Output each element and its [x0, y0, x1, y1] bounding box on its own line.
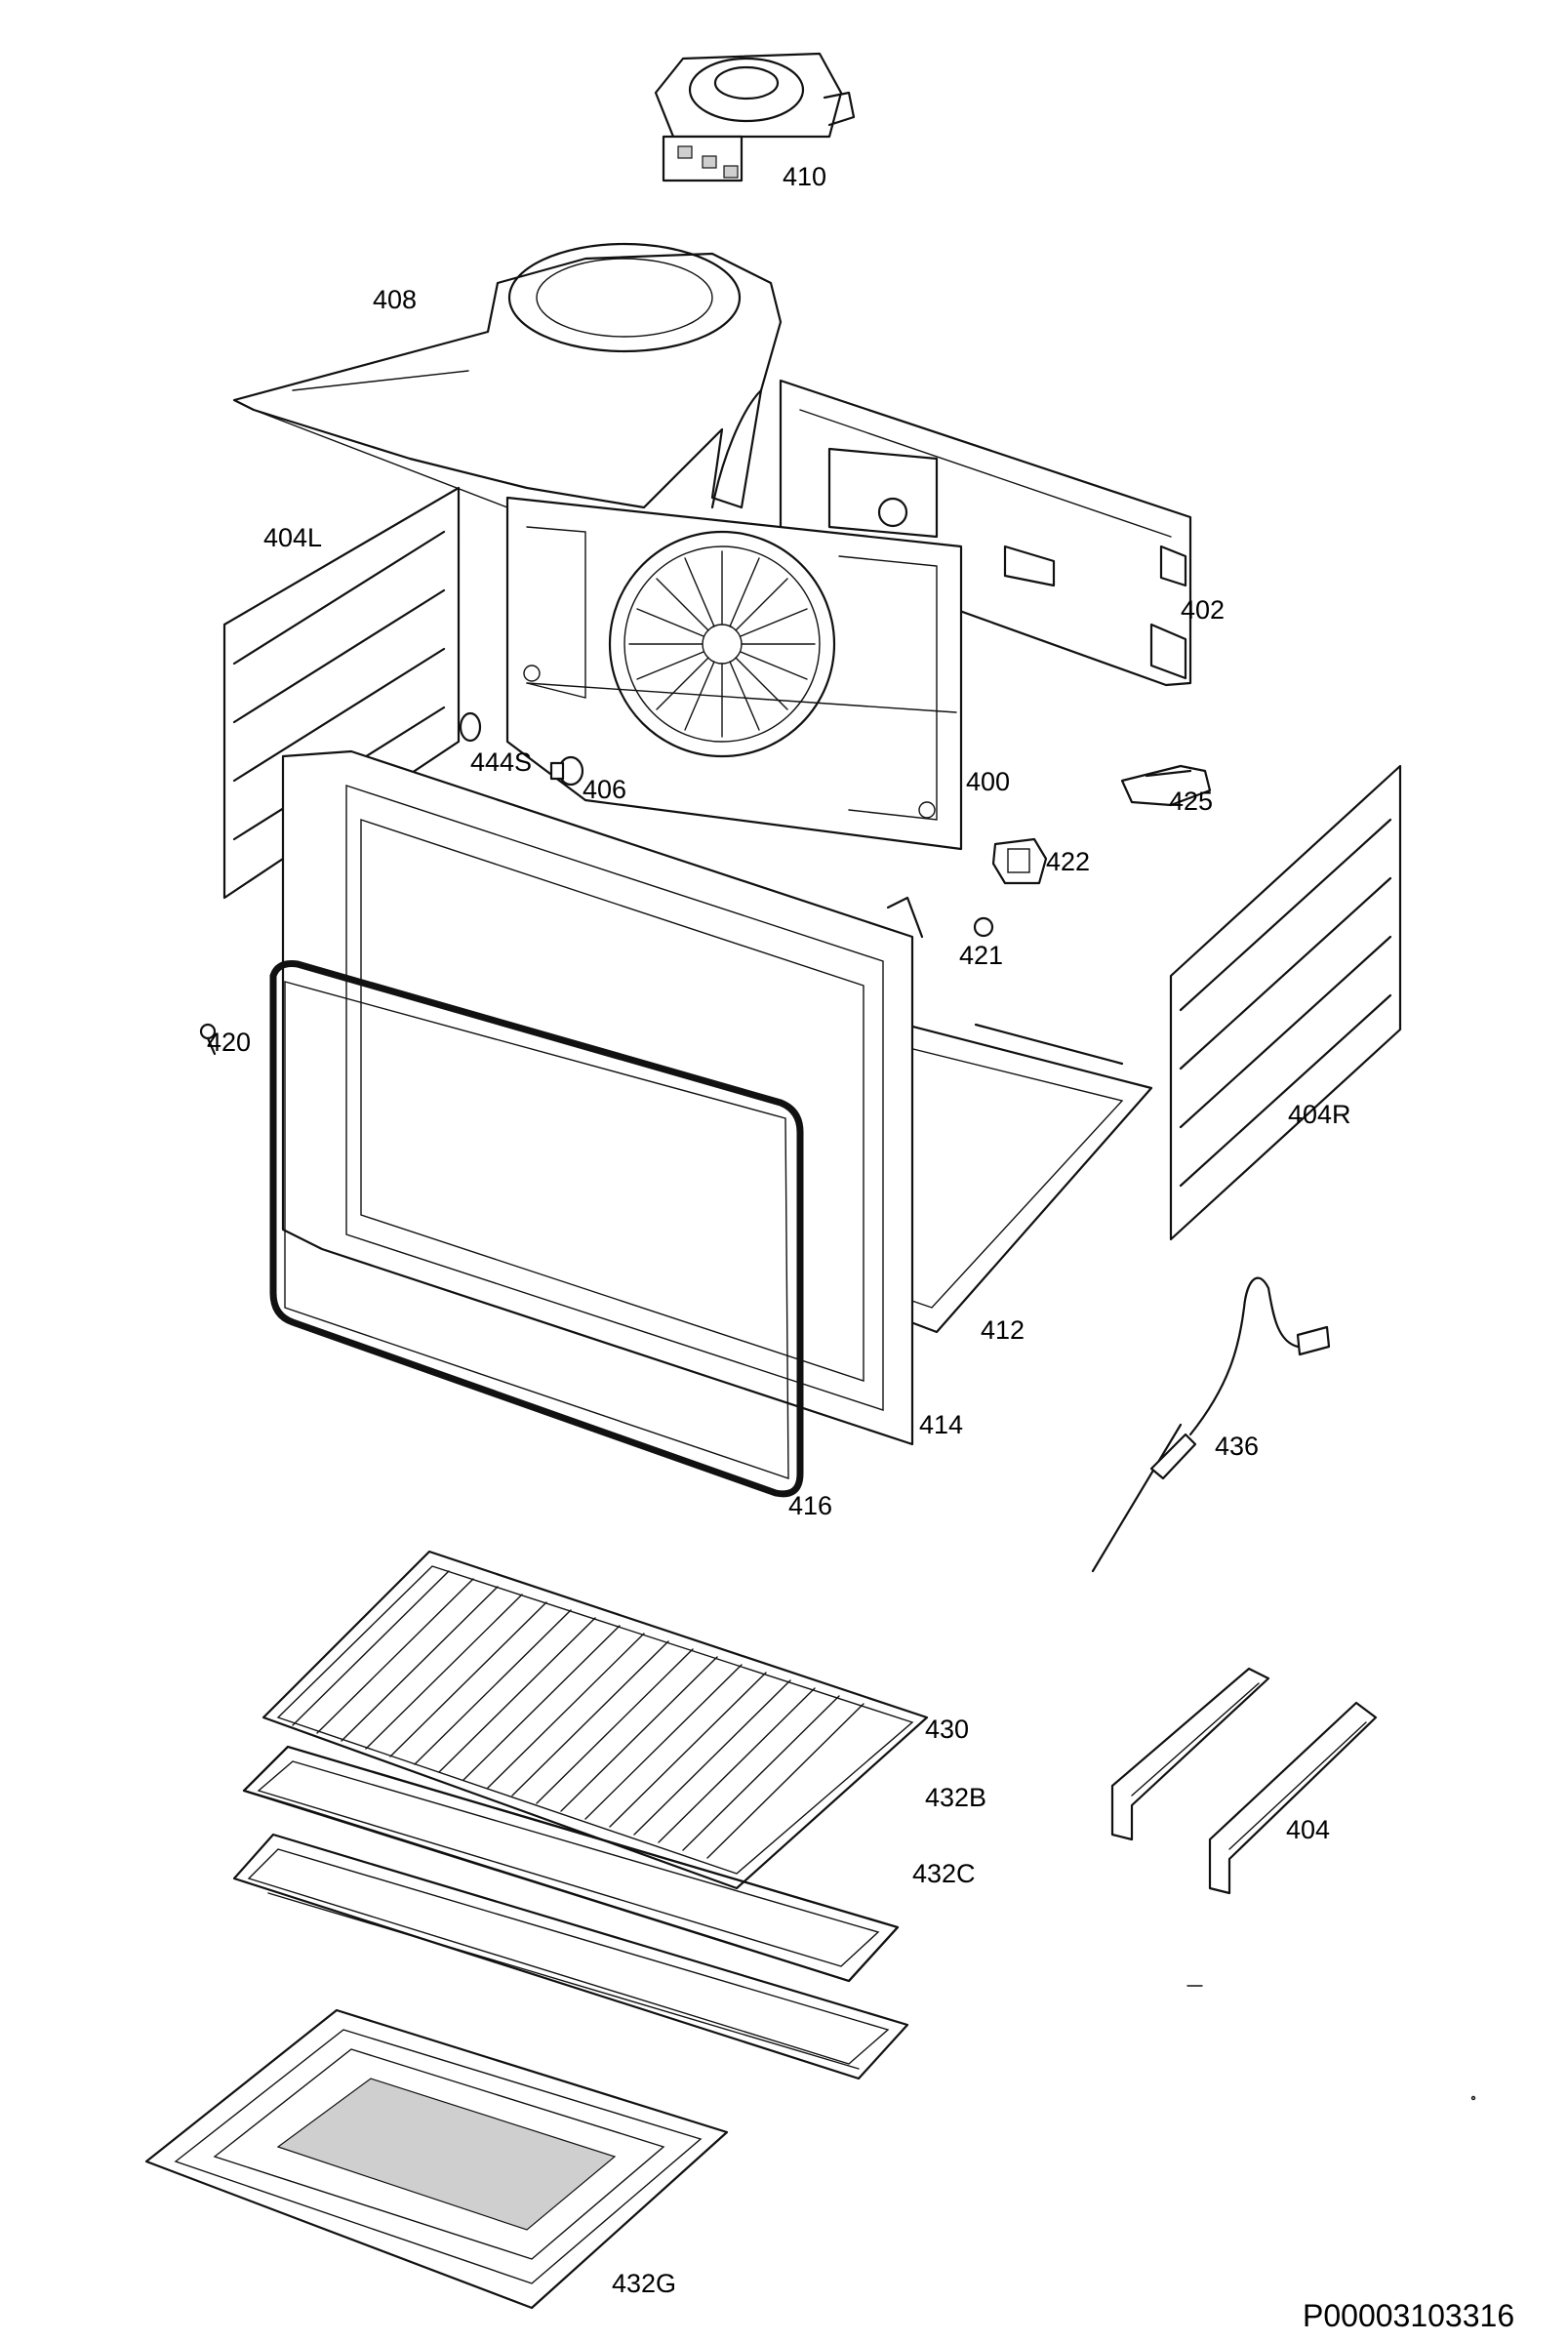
- part-410-fan-motor: [654, 52, 856, 182]
- part-430-wire-shelf: [261, 1550, 929, 1890]
- callout-404: 404: [1286, 1815, 1331, 1844]
- callout-410: 410: [783, 162, 827, 191]
- document-id: P00003103316: [1303, 2298, 1515, 2333]
- callout-416: 416: [788, 1491, 833, 1520]
- part-432B-tray: [242, 1745, 900, 1983]
- callout-432B: 432B: [925, 1783, 987, 1812]
- callout-402: 402: [1181, 595, 1226, 625]
- part-404-telescopic-runners: [1110, 1667, 1378, 1895]
- callout-414: 414: [919, 1410, 964, 1439]
- part-404R-right-rails: [1169, 764, 1402, 1241]
- callout-400: 400: [966, 767, 1011, 796]
- callout-430: 430: [925, 1715, 970, 1744]
- part-414-front-frame: [281, 749, 924, 1446]
- part-444S-gasket: [459, 711, 482, 743]
- part-416-door-seal: [269, 960, 804, 1498]
- part-400-back-panel: [505, 496, 963, 851]
- callout-412: 412: [981, 1315, 1025, 1345]
- callout-404R: 404R: [1288, 1100, 1351, 1129]
- part-421-screw: [973, 916, 994, 938]
- part-425-hinge-part: [1120, 764, 1212, 807]
- part-422-lamp-holder: [991, 837, 1048, 885]
- callout-436: 436: [1215, 1432, 1260, 1461]
- callout-420: 420: [207, 1028, 252, 1057]
- part-432G-deep-tray: [144, 2008, 729, 2310]
- callout-421: 421: [959, 941, 1004, 970]
- part-436-meat-probe: [1091, 1276, 1331, 1573]
- part-408-top-cover: [232, 242, 783, 509]
- part-402-rear-bracket: [779, 379, 1192, 687]
- part-432C-tray: [232, 1833, 909, 2080]
- part-406-nut: [549, 755, 584, 787]
- callout-432C: 432C: [912, 1859, 976, 1888]
- callout-404L: 404L: [263, 523, 323, 552]
- stray-marks: [1186, 1985, 1476, 2101]
- callout-406: 406: [583, 775, 627, 804]
- part-420-screw: [199, 1023, 217, 1056]
- callout-444S: 444S: [470, 747, 533, 777]
- callout-432G: 432G: [612, 2269, 677, 2298]
- callout-422: 422: [1046, 847, 1091, 876]
- callout-425: 425: [1169, 787, 1214, 816]
- callout-408: 408: [373, 285, 418, 314]
